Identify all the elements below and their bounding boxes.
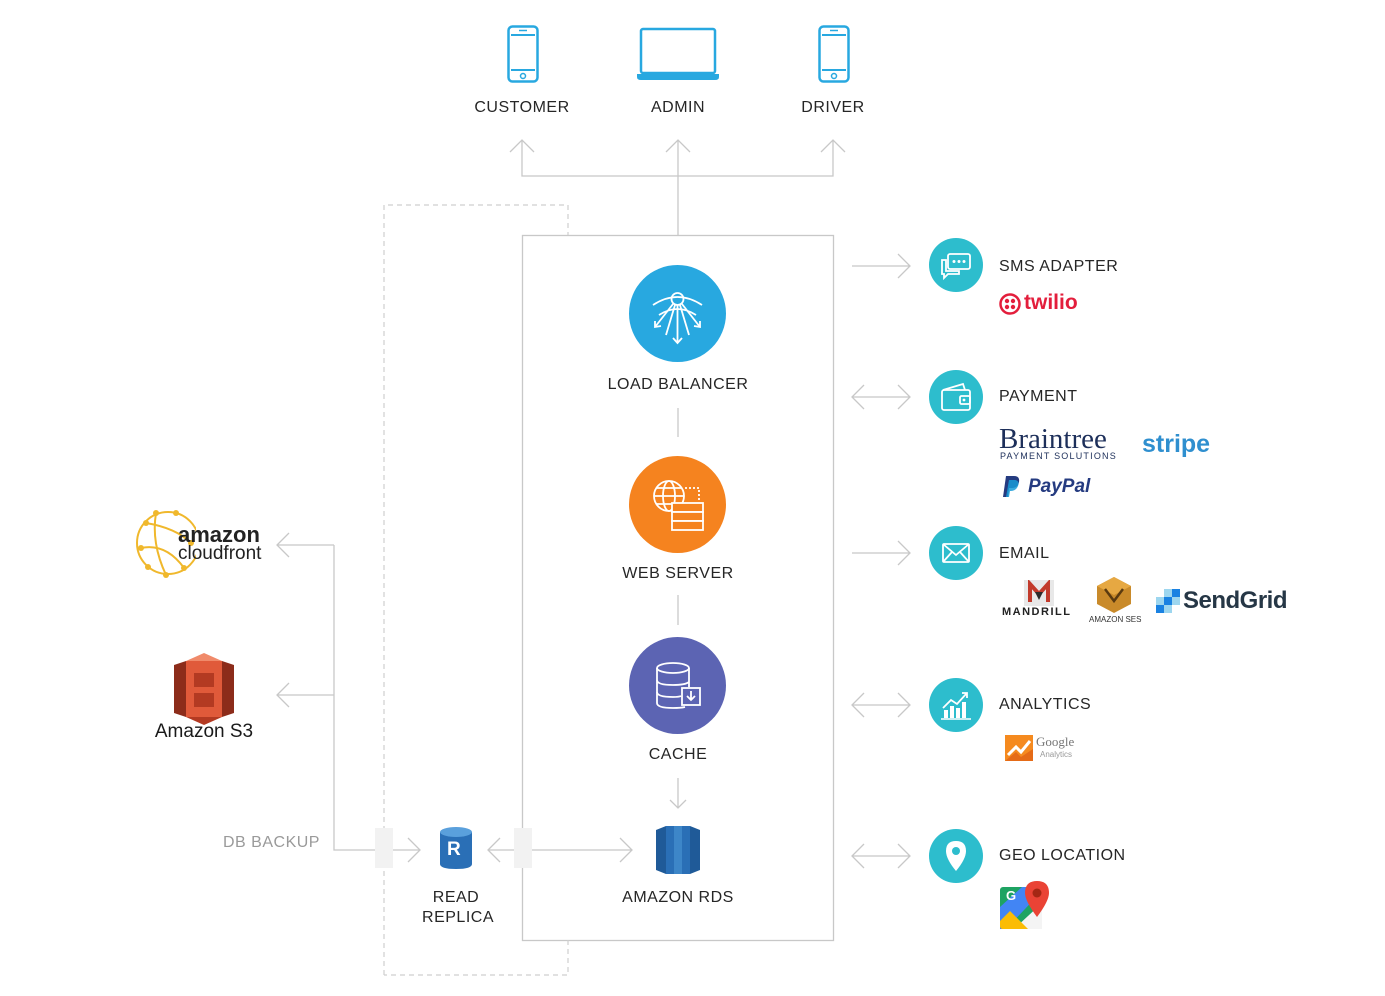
arrow-cloudfront xyxy=(276,532,290,558)
storage-tree-line xyxy=(277,544,420,851)
arrow-analytics xyxy=(851,692,911,718)
link-cache-rds xyxy=(669,778,687,809)
arrow-sms xyxy=(852,253,911,279)
payment-label: PAYMENT xyxy=(999,388,1078,405)
arrow-email xyxy=(852,540,911,566)
sms-adapter-label: SMS ADAPTER xyxy=(999,258,1119,275)
cloudfront-logo-bottom: cloudfront xyxy=(178,543,262,564)
arrow-up-driver xyxy=(820,139,846,153)
amazon-s3-icon xyxy=(174,653,234,725)
phone-icon xyxy=(818,25,850,83)
google-analytics-icon xyxy=(1005,735,1033,761)
arrow-up-admin xyxy=(665,139,691,153)
mandrill-icon xyxy=(1024,580,1054,606)
replica-badge: R xyxy=(447,839,462,860)
laptop-icon xyxy=(637,27,719,80)
replica-boundary xyxy=(383,204,569,976)
amazon-rds-icon xyxy=(656,826,700,874)
web-server-icon xyxy=(629,456,726,553)
read-replica-icon xyxy=(440,827,472,869)
mandrill-logo: MANDRILL xyxy=(1002,606,1072,618)
admin-label: ADMIN xyxy=(650,99,706,116)
analytics-label: ANALYTICS xyxy=(999,696,1092,713)
db-backup-label: DB BACKUP xyxy=(223,834,320,851)
customer-label: CUSTOMER xyxy=(474,99,570,116)
chat-icon xyxy=(929,238,983,292)
arrow-backup xyxy=(407,837,421,863)
amazon-rds-label: AMAZON RDS xyxy=(622,889,734,906)
read-replica-label-line1: READ xyxy=(432,889,480,906)
read-replica-label-line2: REPLICA xyxy=(422,909,494,926)
web-server-label: WEB SERVER xyxy=(622,565,734,582)
email-label: EMAIL xyxy=(999,545,1050,562)
client-tree-line xyxy=(521,140,834,235)
amazon-s3-label: Amazon S3 xyxy=(154,721,254,742)
sendgrid-logo: SendGrid xyxy=(1183,587,1288,614)
cache-label: CACHE xyxy=(648,746,708,763)
cache-database-icon xyxy=(629,637,726,734)
google-analytics-subtitle: Analytics xyxy=(1040,750,1073,759)
load-balancer-label: LOAD BALANCER xyxy=(607,376,749,393)
stripe-logo: stripe xyxy=(1142,430,1211,458)
google-maps-icon xyxy=(1000,881,1049,929)
boundary-gap-right xyxy=(514,828,532,868)
arrow-up-customer xyxy=(509,139,535,153)
google-analytics-logo: Google xyxy=(1036,734,1075,749)
boundary-gap-left xyxy=(375,828,393,868)
amazon-ses-icon xyxy=(1097,577,1131,613)
braintree-subtitle: PAYMENT SOLUTIONS xyxy=(1000,451,1117,461)
amazon-ses-logo: AMAZON SES xyxy=(1089,615,1142,624)
arrow-replica-rds xyxy=(487,837,633,863)
paypal-icon xyxy=(1003,476,1020,497)
cloudfront-logo-top: amazon xyxy=(178,522,260,547)
load-balancer-icon xyxy=(629,265,726,362)
braintree-logo: Braintree xyxy=(999,423,1107,455)
phone-icon xyxy=(507,25,539,83)
arrow-s3 xyxy=(276,682,290,708)
wallet-icon xyxy=(929,370,983,424)
geo-location-label: GEO LOCATION xyxy=(999,847,1126,864)
arrow-geo xyxy=(851,843,911,869)
cloudfront-logo-icon xyxy=(136,510,196,578)
email-envelope-icon xyxy=(929,526,983,580)
location-pin-icon xyxy=(929,829,983,883)
driver-label: DRIVER xyxy=(801,99,865,116)
core-container xyxy=(521,234,835,942)
twilio-logo-icon xyxy=(999,293,1021,315)
analytics-chart-icon xyxy=(929,678,983,732)
paypal-logo: PayPal xyxy=(1028,476,1091,497)
arrow-payment xyxy=(851,384,911,410)
google-maps-letter: G xyxy=(1006,888,1017,903)
twilio-logo-text: twilio xyxy=(1024,291,1078,314)
sendgrid-icon xyxy=(1156,589,1180,613)
